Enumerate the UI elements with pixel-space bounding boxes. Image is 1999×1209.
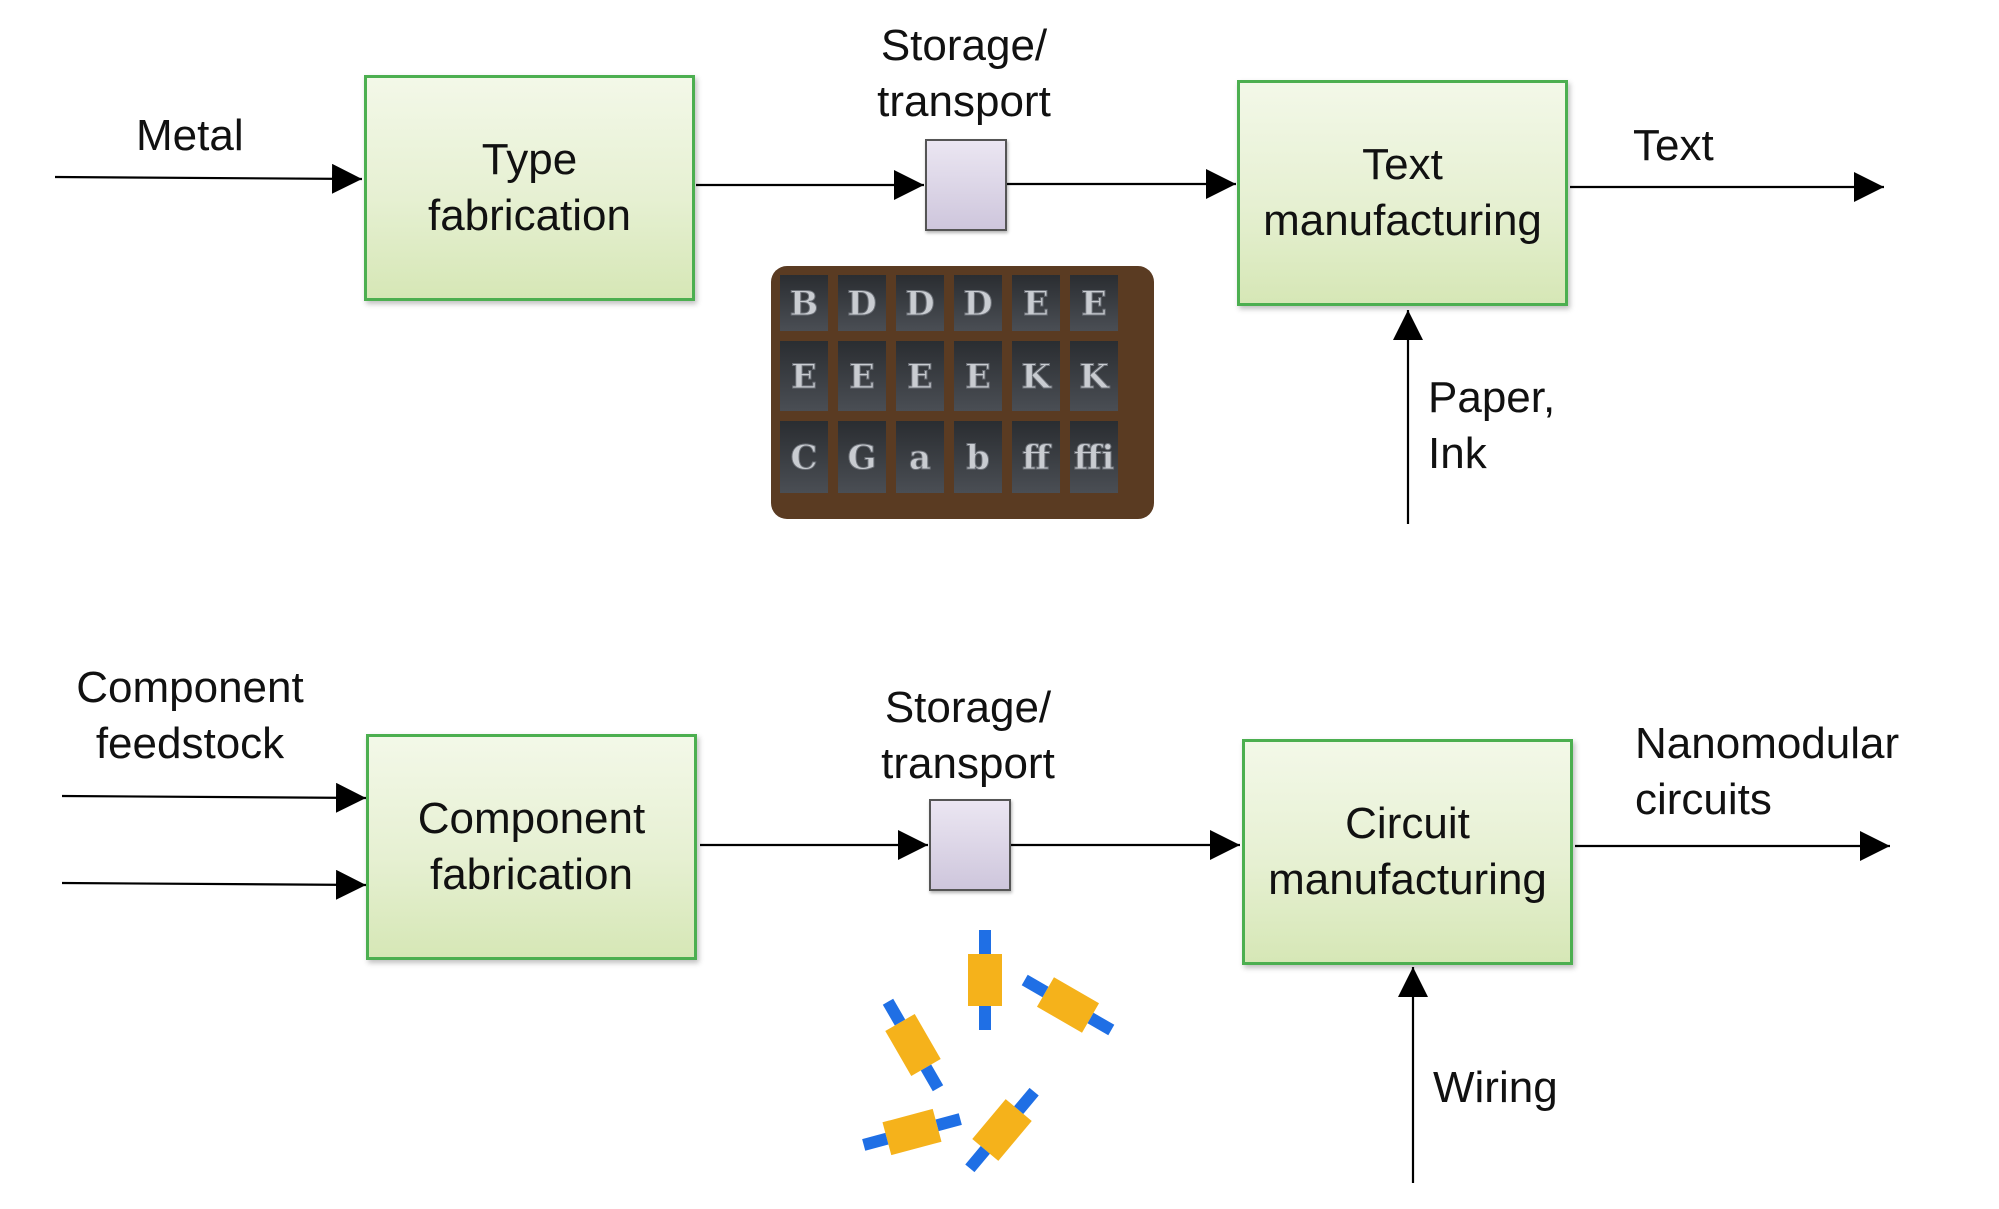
metal-input-arrow	[54, 163, 363, 194]
svg-text:G: G	[847, 438, 876, 478]
svg-text:E: E	[965, 357, 991, 397]
text-manufacturing-box: Text manufacturing	[1237, 80, 1568, 306]
circuit-manufacturing-box: Circuit manufacturing	[1242, 739, 1573, 965]
svg-text:K: K	[1021, 357, 1052, 397]
paper-ink-label: Paper, Ink	[1428, 373, 1556, 478]
metal-input-label: Metal	[136, 111, 244, 160]
text-manufacturing-label: Text manufacturing	[1263, 140, 1542, 245]
storage-transport-label-bottom: Storage/ transport	[881, 683, 1055, 788]
svg-text:D: D	[905, 284, 934, 324]
svg-text:K: K	[1079, 357, 1110, 397]
circuit-manufacturing-label: Circuit manufacturing	[1268, 799, 1547, 904]
feedstock-input-arrow-1	[61, 782, 367, 813]
nanomodular-circuits-label: Nanomodular circuits	[1635, 719, 1900, 824]
svg-text:E: E	[1081, 284, 1107, 324]
components-illustration	[862, 930, 1115, 1173]
svg-text:b: b	[966, 438, 990, 478]
storage-box-top	[925, 139, 1007, 231]
svg-text:E: E	[907, 357, 933, 397]
component-feedstock-label: Component feedstock	[76, 663, 304, 768]
svg-text:ff: ff	[1022, 438, 1052, 478]
storage-transport-label-top: Storage/ transport	[877, 21, 1051, 126]
wiring-label: Wiring	[1433, 1063, 1558, 1112]
svg-text:D: D	[963, 284, 992, 324]
svg-text:B: B	[790, 284, 819, 324]
type-fabrication-box: Type fabrication	[364, 75, 695, 301]
svg-text:E: E	[849, 357, 875, 397]
svg-text:E: E	[1023, 284, 1049, 324]
svg-text:D: D	[847, 284, 876, 324]
type-fabrication-label: Type fabrication	[427, 135, 631, 240]
component-fabrication-label: Component fabrication	[417, 794, 646, 899]
component-fabrication-box: Component fabrication	[366, 734, 697, 960]
svg-text:a: a	[909, 438, 931, 478]
svg-text:C: C	[790, 438, 817, 478]
feedstock-input-arrow-2	[61, 869, 367, 900]
svg-text:E: E	[791, 357, 817, 397]
svg-text:ffi: ffi	[1074, 438, 1115, 478]
storage-box-bottom	[929, 799, 1011, 891]
text-output-label: Text	[1633, 121, 1714, 170]
